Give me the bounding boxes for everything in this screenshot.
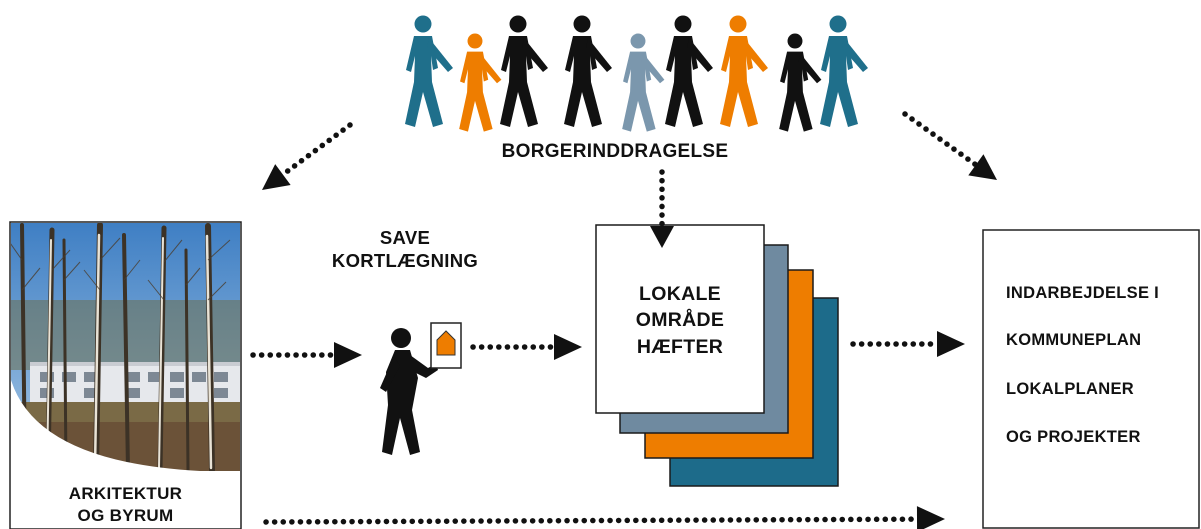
surveyor-person-icon <box>380 322 462 455</box>
person-icon <box>779 33 822 132</box>
architecture-photo <box>9 221 242 529</box>
arrow-bottom <box>263 506 945 529</box>
right-line4: OG PROJEKTER <box>1006 428 1141 446</box>
arrow-to-architecture <box>262 122 353 190</box>
person-icon <box>820 15 868 127</box>
right-line2: KOMMUNEPLAN <box>1006 331 1142 349</box>
arkitektur-label-line1: ARKITEKTUR <box>68 484 183 503</box>
lokale-label-line2: OMRÅDE <box>635 309 725 332</box>
arrow-to-survey <box>250 342 362 368</box>
arkitektur-label: ARKITEKTUR OG BYRUM <box>20 483 231 527</box>
outcome-box <box>982 229 1200 529</box>
borgerinddragelse-label: BORGERINDDRAGELSE <box>501 141 729 162</box>
person-icon <box>622 33 665 132</box>
right-line1: INDARBEJDELSE I <box>1006 284 1160 302</box>
person-icon <box>720 15 768 127</box>
save-label-line1: SAVE <box>379 227 431 248</box>
arrow-from-lokale <box>850 331 965 357</box>
right-line3: LOKALPLANER <box>1006 380 1134 398</box>
arrow-to-lokale <box>470 334 582 360</box>
lokale-label-line1: LOKALE <box>639 283 721 305</box>
person-icon <box>500 15 548 127</box>
flow-arrows <box>250 111 997 529</box>
people-group-icon <box>405 15 868 132</box>
save-label: SAVE KORTLÆGNING <box>320 226 490 272</box>
booklet-stack-icon <box>595 224 839 487</box>
person-icon <box>405 15 453 127</box>
lokale-label-line3: HÆFTER <box>636 335 724 358</box>
person-icon <box>564 15 612 127</box>
person-icon <box>459 33 502 132</box>
person-icon <box>665 15 713 127</box>
arkitektur-label-line2: OG BYRUM <box>77 506 174 526</box>
save-label-line2: KORTLÆGNING <box>331 250 479 272</box>
arrow-to-booklets <box>650 169 674 248</box>
lokale-label: LOKALE OMRÅDE HÆFTER <box>600 281 760 360</box>
arrow-to-outcome <box>902 111 997 180</box>
